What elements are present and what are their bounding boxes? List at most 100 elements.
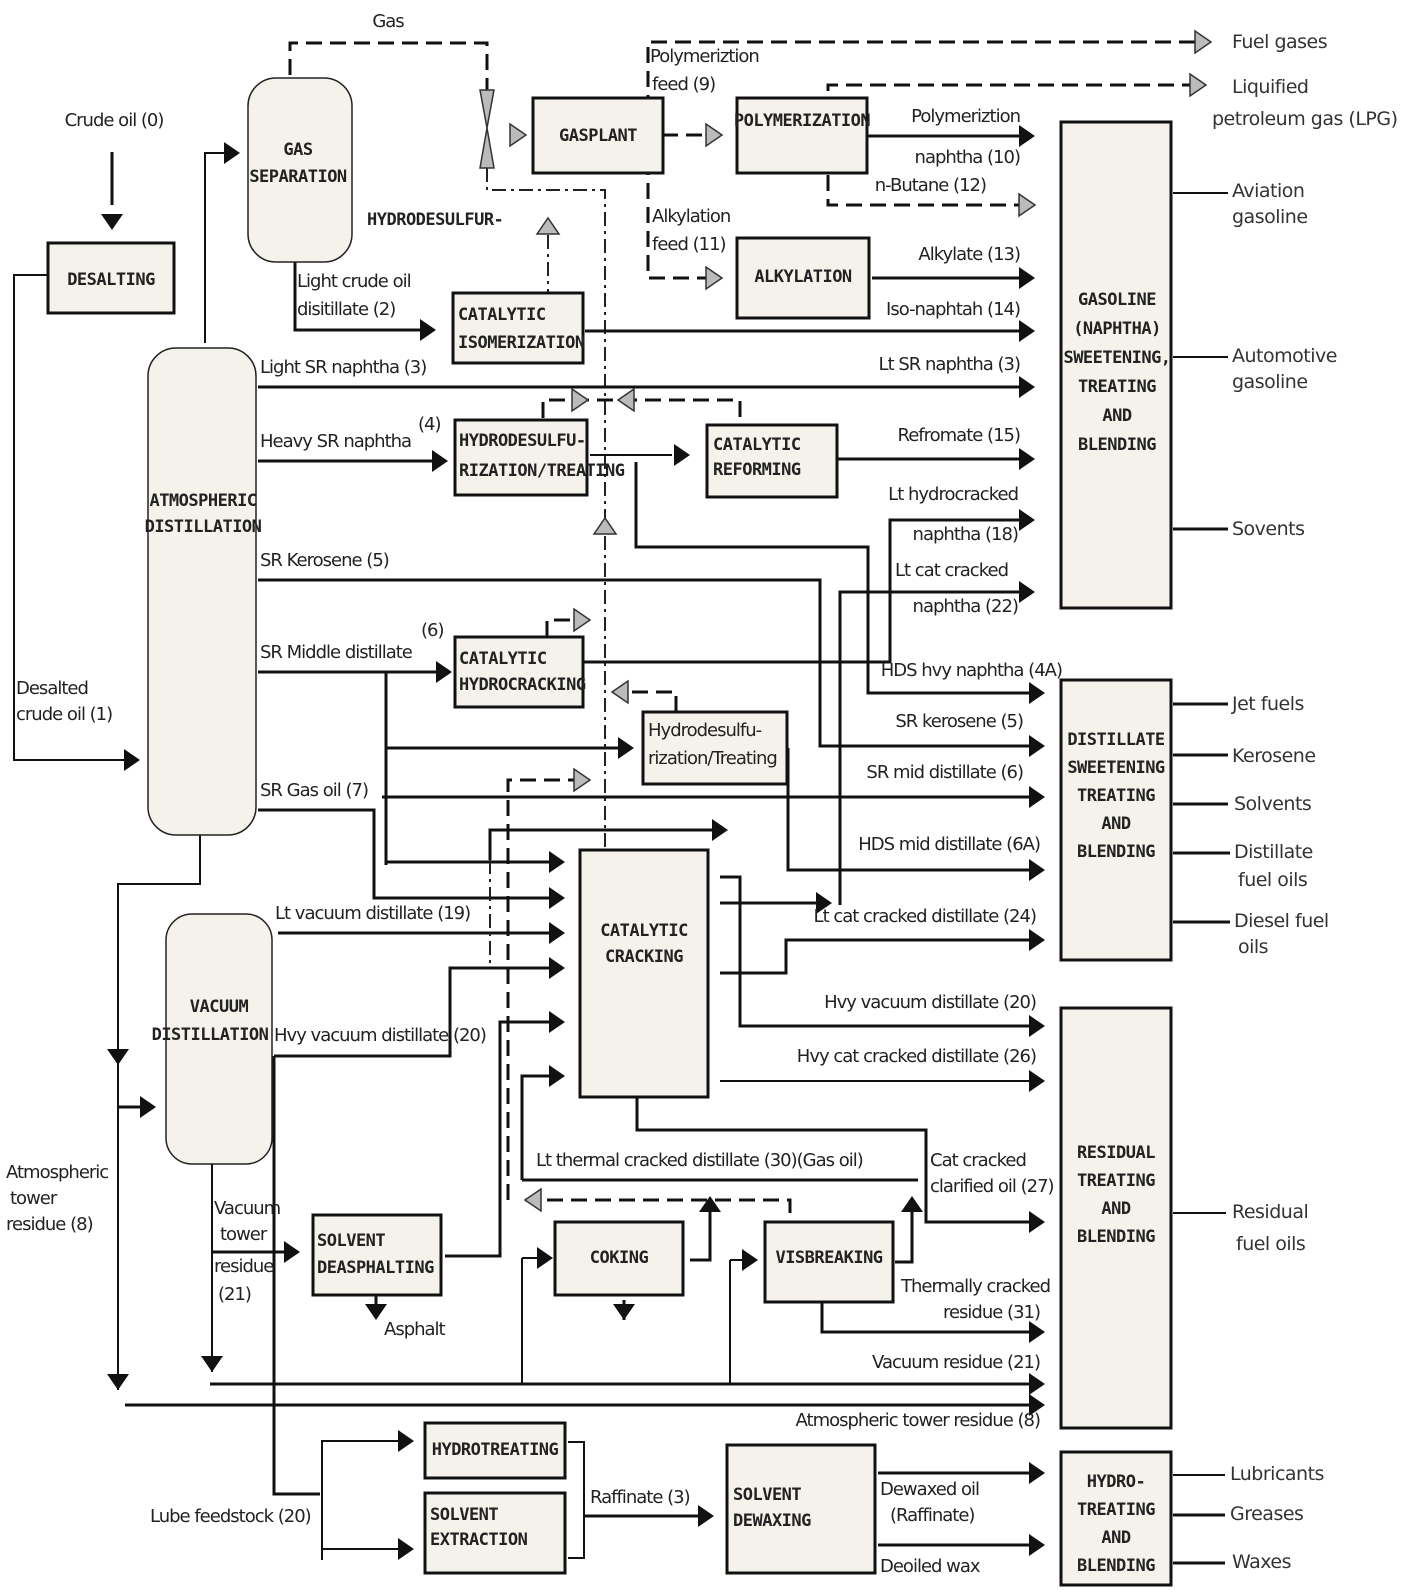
product-solvents-gasoline: Sovents <box>1232 518 1305 540</box>
flow-label: naphtha (10) <box>915 147 1020 168</box>
unit-labels: DESALTING GAS SEPARATION GASPLANT POLYME… <box>67 111 883 1550</box>
unit-catalytic-hydrocracking[interactable] <box>453 635 585 709</box>
unit-label: SEPARATION <box>249 167 347 187</box>
unit-distillate-blending[interactable] <box>1059 678 1173 962</box>
unit-label: HYDRODESULFU- <box>459 431 586 451</box>
flow-label: feed (9) <box>652 74 715 95</box>
flow-label: Hvy cat cracked distillate (26) <box>797 1046 1036 1067</box>
flow-label: (21) <box>218 1284 251 1305</box>
unit-label: DISTILLATION <box>152 1025 269 1045</box>
unit-hydrotreating[interactable] <box>423 1421 567 1480</box>
product-aviation-gasoline: Aviation <box>1232 180 1304 202</box>
unit-label: GAS <box>283 140 312 160</box>
unit-vacuum-distillation[interactable] <box>165 913 273 1165</box>
flow-arrow-icon <box>705 265 724 291</box>
flow-arrow-icon <box>1194 29 1213 55</box>
flow-arrow-icon <box>618 737 634 759</box>
product-lubricants: Lubricants <box>1230 1463 1324 1485</box>
unit-catalytic-cracking[interactable] <box>578 848 710 1099</box>
product-solvents: Solvents <box>1234 793 1311 815</box>
flow-label: Thermally cracked <box>900 1276 1050 1297</box>
unit-label: Hydrodesulfu- <box>648 720 762 741</box>
flow-label: Deoiled wax <box>880 1556 981 1577</box>
unit-gasoline-blending[interactable] <box>1059 120 1173 610</box>
unit-alkylation[interactable] <box>735 236 871 320</box>
flow-arrow-icon <box>592 516 618 535</box>
unit-label: (NAPHTHA) <box>1073 319 1161 339</box>
unit-atmospheric-distillation[interactable] <box>147 347 257 836</box>
product-lpg: Liquified <box>1232 76 1308 98</box>
flow-label: Lt vacuum distillate (19) <box>275 903 470 924</box>
unit-hydrodesulfurization-treating[interactable] <box>453 418 589 497</box>
flow-label: Alkylation <box>652 206 730 227</box>
flow-arrow-icon <box>571 387 590 413</box>
flow-label: Lt hydrocracked <box>888 484 1018 505</box>
flow-arrow-icon <box>509 122 528 148</box>
flow-label: Polymeriztion <box>650 46 759 67</box>
flow-arrow-icon <box>101 214 123 230</box>
product-distillate-fuel-oils: Distillate <box>1234 841 1313 863</box>
flow-arrow-icon <box>224 142 240 164</box>
unit-polymerization[interactable] <box>735 96 869 175</box>
flow-arrow-icon <box>816 892 832 914</box>
unit-lube-blending[interactable] <box>1059 1450 1173 1587</box>
unit-coking[interactable] <box>553 1220 685 1297</box>
unit-solvent-dewaxing[interactable] <box>725 1443 877 1575</box>
unit-catalytic-reforming[interactable] <box>705 423 839 499</box>
unit-hydrodesulfurization-treating-2[interactable] <box>641 710 789 786</box>
flow-label: Polymeriztion <box>911 106 1020 127</box>
product-automotive-gasoline: gasoline <box>1232 371 1308 393</box>
unit-solvent-deasphalting[interactable] <box>311 1213 443 1297</box>
unit-solvent-extraction[interactable] <box>423 1491 567 1575</box>
flow-arrow-icon <box>1019 581 1035 603</box>
flow-arrow-icon <box>712 819 728 841</box>
unit-label: CATALYTIC <box>713 435 801 455</box>
unit-catalytic-isomerization[interactable] <box>451 291 585 365</box>
unit-gas-separation[interactable] <box>247 77 353 263</box>
flow-arrow-icon <box>420 319 436 341</box>
flow-arrow-icon <box>610 679 629 705</box>
flow-arrow-icon <box>365 1304 387 1320</box>
flow-label: disitillate (2) <box>297 299 395 320</box>
flow-arrow-icon <box>1019 509 1035 531</box>
flow-label: Lt SR naphtha (3) <box>879 354 1020 375</box>
flow-label-asphalt: Asphalt <box>384 1319 446 1340</box>
flow-label: residue (31) <box>943 1302 1040 1323</box>
unit-gas-plant[interactable] <box>531 96 665 175</box>
unit-desalting[interactable] <box>46 241 176 315</box>
flow-arrow-icon <box>537 1247 553 1269</box>
flow-arrow-icon <box>1029 859 1045 881</box>
unit-label: BLENDING <box>1077 842 1155 862</box>
flow-label: Dewaxed oil <box>880 1479 979 1500</box>
flow-arrow-icon <box>1029 929 1045 951</box>
unit-label: RESIDUAL <box>1077 1143 1155 1163</box>
product-residual-fuel-oils: Residual <box>1232 1201 1308 1223</box>
flow-label: Lt thermal cracked distillate (30)(Gas o… <box>536 1150 863 1171</box>
product-greases: Greases <box>1230 1503 1303 1525</box>
flow-label: (6) <box>421 620 444 641</box>
flow-arrow-icon <box>107 1374 129 1390</box>
flow-label: (Raffinate) <box>890 1505 974 1526</box>
flow-arrow-icon <box>398 1538 414 1560</box>
unit-label: TREATING <box>1077 1500 1155 1520</box>
unit-label: SWEETENING <box>1067 758 1165 778</box>
unit-visbreaking[interactable] <box>763 1220 895 1304</box>
flow-label: Hvy vacuum distillate (20) <box>274 1025 486 1046</box>
flow-arrow-icon <box>698 1505 714 1527</box>
unit-label: CATALYTIC <box>459 649 547 669</box>
flow-label: clarified oil (27) <box>930 1176 1054 1197</box>
flow-label-hydrodesulfur: HYDRODESULFUR- <box>367 210 503 230</box>
flow-arrow-icon <box>523 1187 542 1213</box>
flow-label: Heavy SR naphtha <box>260 431 411 452</box>
flow-label: Lube feedstock (20) <box>150 1506 311 1527</box>
flow-label: Vacuum residue (21) <box>872 1352 1040 1373</box>
unit-label: CATALYTIC <box>458 305 546 325</box>
product-kerosene: Kerosene <box>1232 745 1316 767</box>
flow-label: Desalted <box>16 678 88 699</box>
unit-label: HYDRO- <box>1087 1472 1145 1492</box>
flow-arrow-icon <box>1029 1015 1045 1037</box>
flow-arrow-icon <box>1029 735 1045 757</box>
flow-arrow-icon <box>1029 1373 1045 1395</box>
flow-label: Refromate (15) <box>898 425 1021 446</box>
unit-residual-blending[interactable] <box>1059 1006 1173 1430</box>
